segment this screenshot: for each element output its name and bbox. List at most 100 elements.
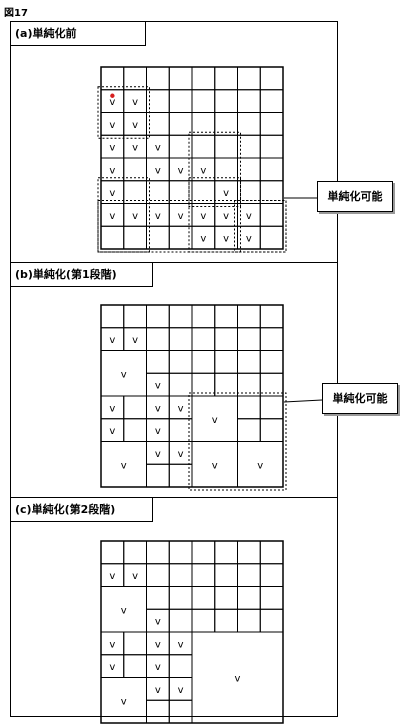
grid-cell [146, 586, 170, 610]
v-mark: v [200, 234, 206, 245]
v-mark: v [109, 97, 115, 108]
grid-cell [259, 112, 284, 136]
grid-cell [123, 225, 147, 250]
v-mark: v [109, 662, 115, 673]
callout-leader-line [283, 399, 323, 403]
figure-label: 図17 [4, 8, 28, 19]
grid-cell [214, 66, 238, 91]
grid-cell [146, 699, 170, 724]
grid-cell [168, 89, 193, 113]
panel-a-title: (a)単純化前 [10, 21, 146, 46]
grid-cell [123, 304, 147, 329]
grid-cell [214, 586, 238, 610]
simplifiable-group-box [188, 131, 241, 207]
grid-cell [191, 372, 216, 397]
v-mark: v [155, 426, 161, 437]
v-mark: v [155, 403, 161, 414]
v-mark: v [132, 143, 138, 154]
v-mark: v [109, 188, 115, 199]
grid-outline [100, 66, 284, 250]
v-mark: v [178, 165, 184, 176]
v-mark: v [109, 143, 115, 154]
grid-cell [168, 608, 193, 633]
grid-cell [259, 418, 284, 442]
grid-cell [123, 654, 147, 678]
grid-cell [214, 540, 238, 565]
grid-cell [237, 372, 261, 397]
grid-cell [237, 540, 261, 565]
grid-cell [191, 89, 216, 113]
v-mark: v [212, 460, 218, 471]
panel-b-title: (b)単純化(第1段階) [10, 262, 153, 287]
v-mark: v [109, 403, 115, 414]
v-mark: v [132, 211, 138, 222]
v-mark: v [235, 674, 241, 685]
grid-cell [191, 327, 216, 351]
v-mark: v [223, 188, 229, 199]
v-mark: v [223, 211, 229, 222]
grid-cell [168, 540, 193, 565]
v-mark: v [132, 120, 138, 131]
grid-cell [146, 463, 170, 488]
grid-cell [237, 350, 261, 374]
v-mark: v [257, 460, 263, 471]
grid-cell [168, 225, 193, 250]
grid-cell [100, 225, 125, 250]
panel-divider [10, 497, 338, 498]
simplifiable-group-box [97, 200, 287, 253]
grid-cell [168, 372, 193, 397]
v-mark: v [132, 335, 138, 346]
v-mark: v [109, 211, 115, 222]
grid-cell [259, 134, 284, 159]
v-mark: v [109, 639, 115, 650]
grid-cell [214, 350, 238, 374]
v-mark: v [155, 449, 161, 460]
grid-cell [191, 134, 216, 159]
grid-cell [259, 350, 284, 374]
v-mark: v [155, 617, 161, 628]
grid-cell [191, 540, 216, 565]
grid-cell [259, 203, 284, 227]
grid-cell [168, 677, 193, 701]
grid-cell [168, 304, 193, 329]
v-mark: v [178, 685, 184, 696]
grid-cell [146, 350, 170, 374]
grid-cell [100, 66, 125, 91]
grid-cell [191, 608, 216, 633]
grid-cell [237, 304, 261, 329]
grid-cell [214, 89, 238, 113]
red-dot-marker [110, 93, 115, 98]
grid-cell [237, 66, 261, 91]
v-mark: v [155, 211, 161, 222]
simplifiable-group-box [188, 392, 287, 491]
grid-cell [259, 225, 284, 250]
grid-cell [146, 304, 170, 329]
grid-cell [237, 608, 261, 633]
grid-cell [259, 540, 284, 565]
grid-outline [100, 304, 284, 488]
simplifiable-callout-a: 単純化可能 [317, 181, 393, 212]
grid-cell [259, 586, 284, 610]
v-mark: v [155, 381, 161, 392]
v-mark: v [155, 143, 161, 154]
grid-cell [146, 540, 170, 565]
grid-cell [168, 699, 193, 724]
grid-cell [259, 66, 284, 91]
grid-cell [259, 563, 284, 587]
v-mark: v [109, 571, 115, 582]
grid-cell [123, 631, 147, 656]
simplifiable-group-box [188, 177, 241, 253]
grid-cell [237, 395, 261, 420]
grid-cell [168, 112, 193, 136]
grid-cell [146, 225, 170, 250]
v-mark: v [178, 211, 184, 222]
grid-cell [191, 157, 216, 182]
grid-cell [146, 563, 170, 587]
v-mark: v [121, 369, 127, 380]
v-mark: v [132, 97, 138, 108]
grid-cell [100, 304, 125, 329]
